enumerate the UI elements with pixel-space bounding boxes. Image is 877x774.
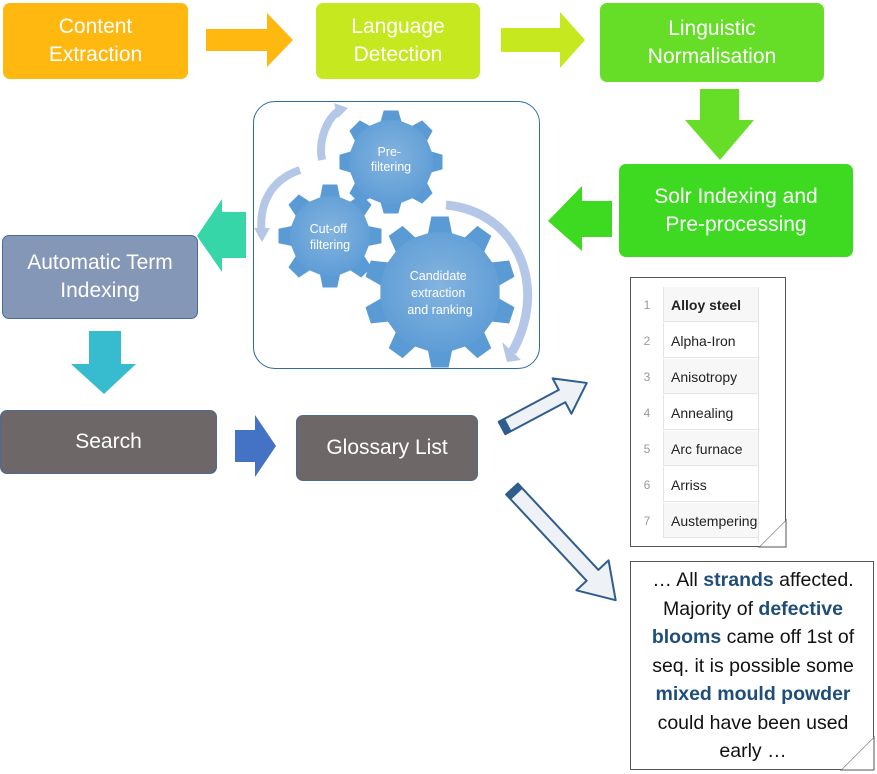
gear-cutoff-sheen <box>290 196 370 276</box>
gear-cutoff <box>278 184 382 288</box>
glossary-term-row: 5 Arc furnace <box>631 431 758 467</box>
cycle-arrow-top-head <box>334 103 348 118</box>
language-detection-line-2: Detection <box>353 43 443 66</box>
glossary-term-row: 6 Arriss <box>631 467 758 503</box>
arrow-content-to-language <box>206 13 293 67</box>
glossary-term-number: 6 <box>643 478 651 492</box>
glossary-term-number: 3 <box>643 370 651 384</box>
arrow-linguistic-to-solr <box>685 89 754 160</box>
cycle-arrow-left-head <box>254 228 270 242</box>
text-snippet: … All strands affected. Majority of defe… <box>637 566 869 766</box>
snippet-text-2: affected. Majority of <box>663 569 854 620</box>
linguistic-normalisation-line-1: Linguistic <box>668 16 756 40</box>
snippet-text-4: could have been used early … <box>657 711 849 763</box>
arrow-glossary-to-snippet <box>505 482 617 602</box>
glossary-term-text: Annealing <box>663 395 758 430</box>
cycle-arrow-top <box>317 106 343 161</box>
snippet-keyword-mixed-mould-powder: mixed mould powder <box>655 683 851 705</box>
gear-cutoff-label: Cut-off filtering <box>310 222 351 252</box>
linguistic-normalisation-line-2: Normalisation <box>647 44 777 68</box>
glossary-term-text: Alloy steel <box>663 287 758 322</box>
cycle-arrow-left <box>257 166 302 237</box>
glossary-term-row: 1 Alloy steel <box>631 287 758 323</box>
automatic-term-indexing-line-1: Automatic Term <box>27 251 173 274</box>
arrow-search-to-glossary <box>235 415 276 477</box>
snippet-text-3: came off 1st of seq. it is possible some <box>652 626 855 677</box>
solr-indexing-line-1: Solr Indexing and <box>654 184 818 208</box>
cycle-arrow-right-head <box>502 342 521 362</box>
glossary-term-number: 1 <box>643 298 651 312</box>
arrow-solr-to-gears <box>548 186 612 251</box>
gear-candidate-sheen <box>380 232 500 352</box>
search-box: Search <box>0 410 217 474</box>
glossary-list-box: Glossary List <box>296 415 478 481</box>
content-extraction-line-1: Content <box>58 15 133 38</box>
gear-prefiltering-label: Pre- filtering <box>371 145 411 174</box>
gear-candidate-label: Candidate extraction and ranking <box>407 269 472 317</box>
arrow-gears-to-ati <box>197 199 246 272</box>
glossary-term-text: Alpha-Iron <box>663 323 758 358</box>
language-detection-line-1: Language <box>351 15 445 38</box>
snippet-keyword-defective-blooms: defective blooms <box>651 597 843 649</box>
glossary-term-text: Arriss <box>663 467 758 502</box>
arrow-language-to-linguistic <box>501 12 585 68</box>
glossary-term-number: 4 <box>643 406 651 420</box>
glossary-term-row: 3 Anisotropy <box>631 359 758 395</box>
search-label: Search <box>75 430 142 453</box>
arrow-glossary-to-terms <box>497 377 588 436</box>
gear-prefiltering-sheen <box>349 120 433 204</box>
glossary-terms-document: 1 Alloy steel 2 Alpha-Iron 3 Anisotropy 4 Annea… <box>630 277 786 547</box>
glossary-term-number: 2 <box>643 334 651 348</box>
glossary-list-label: Glossary List <box>326 436 448 459</box>
glossary-term-row: 4 Annealing <box>631 395 758 431</box>
automatic-term-indexing-line-2: Indexing <box>60 279 140 302</box>
snippet-text-1: … All <box>652 569 704 591</box>
glossary-term-number: 5 <box>643 442 651 456</box>
cycle-arrow-right <box>445 200 533 355</box>
glossary-term-row: 2 Alpha-Iron <box>631 323 758 359</box>
glossary-term-text: Austempering <box>663 503 758 538</box>
gear-prefiltering <box>339 110 443 214</box>
glossary-term-list: 1 Alloy steel 2 Alpha-Iron 3 Anisotropy 4 Annea… <box>631 287 759 542</box>
glossary-term-text: Arc furnace <box>663 431 758 466</box>
glossary-term-text: Anisotropy <box>663 359 758 394</box>
gear-candidate <box>365 216 515 368</box>
text-snippet-document: … All strands affected. Majority of defe… <box>630 561 874 770</box>
solr-indexing-line-2: Pre-processing <box>665 212 807 236</box>
content-extraction-line-2: Extraction <box>48 43 143 66</box>
glossary-term-number: 7 <box>643 514 651 528</box>
glossary-term-row: 7 Austempering <box>631 503 758 539</box>
snippet-keyword-strands: strands <box>703 569 774 591</box>
arrow-ati-to-search <box>71 331 136 394</box>
